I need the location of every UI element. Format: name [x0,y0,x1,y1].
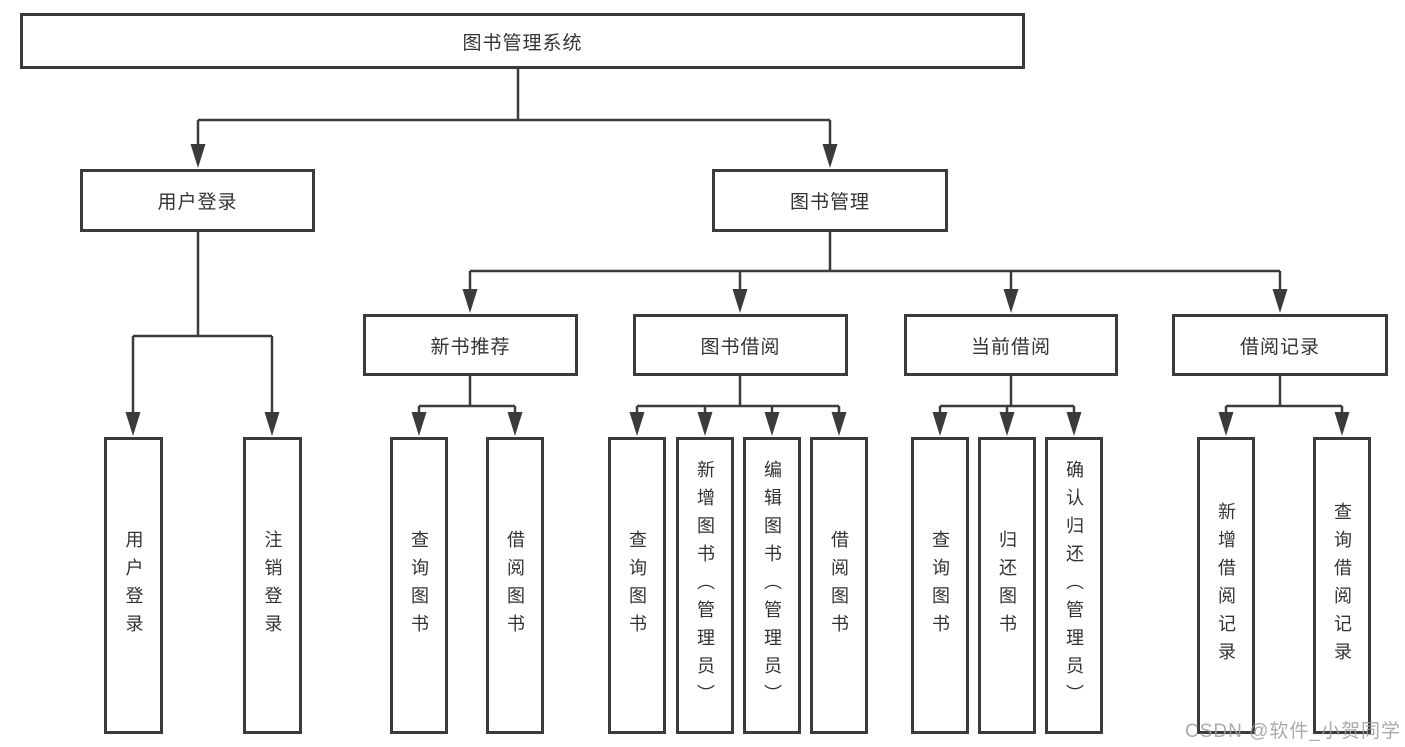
arrowheads [125,144,1350,436]
leaf-logout: 注销登录 [243,437,302,734]
connector-records-section [1224,376,1344,416]
node-book-management-branch: 图书管理 [712,169,948,232]
connector-root-to-branches [196,69,832,148]
node-current-borrowing: 当前借阅 [904,314,1118,376]
leaf-borrow-book-borrowing: 借阅图书 [810,437,868,734]
leaf-query-book-current: 查询图书 [911,437,969,734]
connector-book-branch [468,232,1282,293]
leaf-add-borrow-record: 新增借阅记录 [1197,437,1255,734]
leaf-query-borrow-record: 查询借阅记录 [1313,437,1371,734]
watermark: CSDN @软件_小贺同学 [1185,721,1401,742]
connector-borrowing-section [635,376,841,416]
node-borrowing-records: 借阅记录 [1172,314,1388,376]
leaf-return-book: 归还图书 [978,437,1036,734]
leaf-add-book-admin: 新增图书（管理员） [676,437,734,734]
connector-new-book-section [417,376,517,416]
node-new-book-recommendation: 新书推荐 [363,314,578,376]
node-user-login-branch: 用户登录 [80,169,315,232]
node-book-borrowing: 图书借阅 [633,314,848,376]
leaf-edit-book-admin: 编辑图书（管理员） [743,437,801,734]
leaf-query-book-borrowing: 查询图书 [608,437,666,734]
leaf-query-book-recommend: 查询图书 [390,437,448,734]
leaf-confirm-return-admin: 确认归还（管理员） [1045,437,1103,734]
connector-current-section [938,376,1076,416]
leaf-borrow-book-recommend: 借阅图书 [486,437,544,734]
connector-user-branch [131,232,274,416]
node-library-system: 图书管理系统 [20,13,1025,69]
leaf-user-login: 用户登录 [104,437,163,734]
